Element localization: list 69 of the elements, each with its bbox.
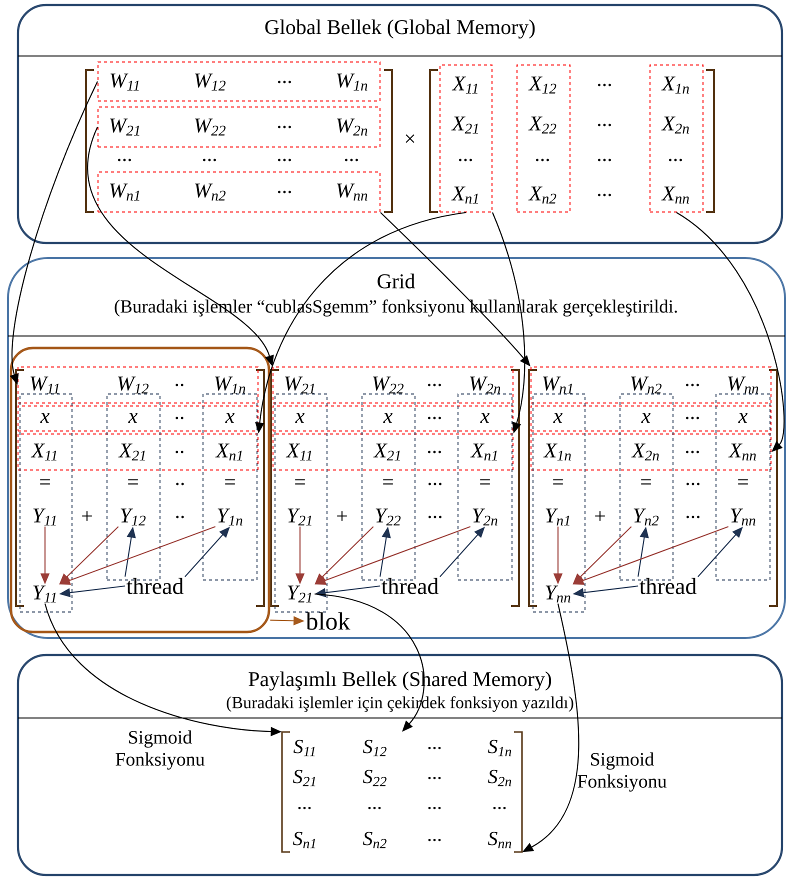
dashed-row-box: x x .. x	[18, 406, 258, 432]
operator-sign: =	[480, 479, 490, 484]
matrix-entry: Y$_{12}$	[120, 508, 146, 526]
matrix-entry: Y$_{nn}$	[730, 508, 756, 526]
ellipsis: ...	[428, 516, 442, 518]
dashed-column-box	[458, 394, 512, 580]
dashed-column-box	[532, 394, 586, 612]
dashed-row-box: x x ... x	[530, 406, 772, 432]
ellipsis: ...	[345, 158, 358, 162]
ellipsis: ...	[686, 516, 700, 518]
operator-sign: +	[82, 511, 92, 521]
matrix-entry: Y$_{21}$	[288, 508, 312, 526]
matrix-entry: Y$_{11}$	[33, 586, 56, 602]
dashed-row-box: W$_{21}$ W$_{22}$ ... W$_{2n}$	[98, 106, 380, 148]
operator-sign: +	[337, 511, 347, 521]
dashed-row-box: x x ... x	[272, 406, 514, 432]
matrix-entry: Y$_{1n}$	[218, 508, 242, 526]
ellipsis: ...	[428, 482, 442, 486]
rounded-block-box	[10, 346, 270, 634]
operator-sign: ×	[406, 134, 414, 143]
thread-label: thread	[126, 578, 184, 594]
dashed-column-box	[274, 394, 328, 612]
dashed-row-box: W$_{n1}$ W$_{n2}$ ... W$_{nn}$	[530, 366, 772, 404]
operator-sign: =	[40, 479, 50, 484]
ellipsis: ..	[176, 516, 184, 518]
operator-sign: =	[738, 479, 748, 484]
function-label: Sigmoid Fonksiyonu	[116, 730, 205, 770]
operator-sign: +	[595, 511, 605, 521]
function-label: Sigmoid Fonksiyonu	[578, 752, 667, 792]
dashed-row-box: W$_{11}$ W$_{12}$ ... W$_{1n}$	[98, 62, 380, 102]
ellipsis: ...	[598, 84, 611, 86]
operator-sign: =	[295, 479, 305, 484]
ellipsis: ...	[278, 158, 291, 162]
operator-sign: =	[383, 479, 393, 484]
ellipsis: ..	[176, 482, 184, 486]
matrix-entry: Y$_{22}$	[376, 508, 401, 526]
matrix: S$_{11}$ S$_{12}$ ... S$_{1n}$ S$_{21}$ S$_{22}$ ... S$_{2n}$ ... ... ... ... S$_{n1}$ S$_{n2}$ ... S$_{nn}$	[281, 731, 523, 853]
ellipsis: ...	[598, 158, 611, 162]
operator-sign: =	[553, 479, 563, 484]
thread-label: thread	[639, 578, 696, 594]
ellipsis: ...	[686, 482, 700, 486]
dashed-row-box: X$_{11}$ X$_{21}$ ... X$_{n1}$	[272, 434, 514, 470]
matrix-entry: Y$_{11}$	[33, 508, 56, 526]
ellipsis: ...	[598, 194, 611, 196]
matrix-entry: Y$_{n2}$	[634, 508, 659, 526]
ellipsis: ...	[203, 158, 216, 162]
matrix-entry: Y$_{nn}$	[546, 586, 570, 602]
block-label: blok	[306, 612, 350, 630]
dashed-row-box: W$_{21}$ W$_{22}$ ... W$_{2n}$	[272, 366, 514, 404]
matrix-entry: Y$_{21}$	[288, 586, 312, 602]
dashed-column-box	[716, 394, 770, 580]
ellipsis: ...	[118, 158, 131, 162]
dashed-column-box: X$_{12}$ X$_{22}$ ... X$_{n2}$	[516, 64, 570, 212]
matrix-entry: Y$_{n1}$	[546, 508, 570, 526]
dashed-column-box: X$_{1n}$ X$_{2n}$ ... X$_{nn}$	[650, 64, 704, 212]
arrow	[676, 212, 785, 452]
dashed-row-box: W$_{11}$ W$_{12}$ .. W$_{1n}$	[18, 366, 258, 404]
dashed-row-box: W$_{n1}$ W$_{n2}$ ... W$_{nn}$	[98, 172, 380, 212]
matrix-entry: Y$_{2n}$	[472, 508, 498, 526]
dashed-column-box: X$_{11}$ X$_{21}$ ... X$_{n1}$	[440, 64, 492, 212]
dashed-row-box: X$_{11}$ X$_{21}$ .. X$_{n1}$	[18, 434, 258, 470]
operator-sign: =	[641, 479, 651, 484]
operator-sign: =	[225, 479, 235, 484]
ellipsis: ...	[598, 124, 611, 126]
thread-label: thread	[381, 578, 438, 594]
operator-sign: =	[128, 479, 138, 484]
dashed-row-box: X$_{1n}$ X$_{2n}$ ... X$_{nn}$	[530, 434, 772, 470]
dashed-column-box	[202, 394, 258, 580]
dashed-column-box	[20, 394, 72, 612]
